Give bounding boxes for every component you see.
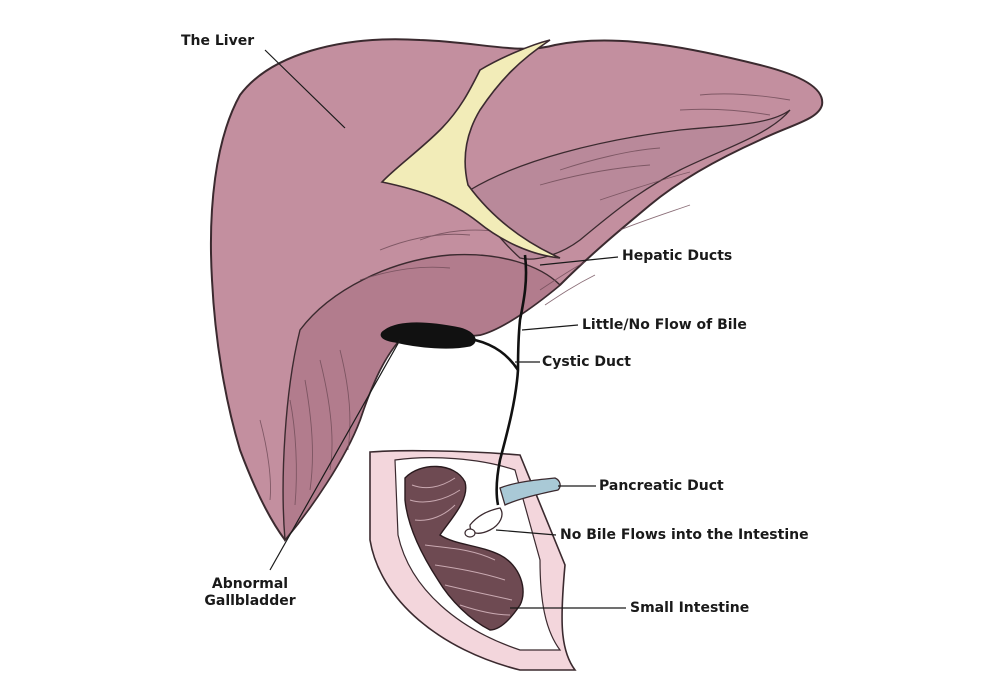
intestine-mucosa: [404, 465, 524, 631]
label-no-bile-flows: No Bile Flows into the Intestine: [560, 527, 809, 543]
leader-abnormal-gallbladder: [269, 339, 401, 571]
label-hepatic-ducts: Hepatic Ducts: [622, 248, 733, 264]
ampulla-opening: [464, 528, 476, 538]
label-abnormal-gallbladder: Abnormal Gallbladder: [195, 576, 305, 610]
pancreatic-duct: [499, 477, 561, 506]
leader-hepatic-ducts: [539, 256, 619, 266]
label-small-intestine: Small Intestine: [630, 600, 750, 616]
label-pancreatic-duct: Pancreatic Duct: [599, 478, 724, 494]
label-little-no-flow: Little/No Flow of Bile: [582, 317, 747, 333]
leader-no-bile-flows: [495, 529, 557, 536]
falciform-ligament: [380, 39, 561, 259]
label-the-liver: The Liver: [181, 33, 255, 49]
label-abnormal-gallbladder-line2: Gallbladder: [204, 593, 296, 609]
ampulla: [469, 507, 503, 534]
leader-lines: [264, 49, 626, 609]
abnormal-gallbladder: [380, 322, 476, 349]
label-cystic-duct: Cystic Duct: [542, 354, 631, 370]
hepatic-duct: [495, 254, 528, 506]
leader-little-no-flow: [521, 324, 579, 331]
cystic-duct: [474, 338, 520, 371]
liver-texture: [259, 93, 791, 506]
intestine-folds: [409, 477, 513, 616]
leader-liver: [264, 49, 346, 129]
liver-right-fold: [469, 109, 791, 260]
label-abnormal-gallbladder-line1: Abnormal: [211, 576, 289, 592]
